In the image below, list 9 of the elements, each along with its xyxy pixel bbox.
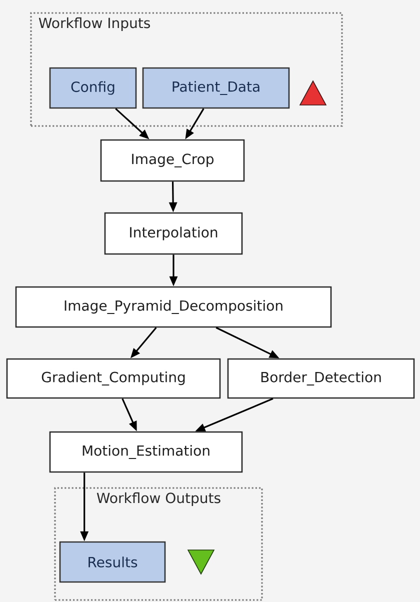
process-box: Gradient_Computing [6, 358, 221, 399]
port-box: Results [59, 541, 166, 583]
process-box: Image_Pyramid_Decomposition [15, 286, 332, 328]
port-box: Patient_Data [142, 67, 290, 109]
process-box: Border_Detection [227, 358, 415, 399]
process-box: Image_Crop [100, 139, 245, 182]
process-box: Motion_Estimation [49, 431, 243, 473]
port-box: Config [49, 67, 137, 109]
process-box: Interpolation [104, 212, 243, 255]
